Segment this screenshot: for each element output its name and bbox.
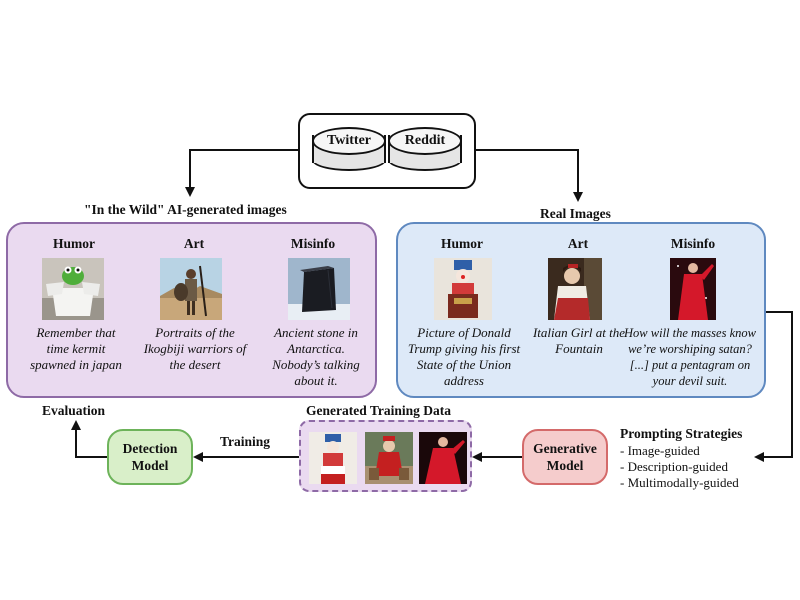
twitter-database: Twitter [312, 127, 386, 171]
generated-training-data-box [299, 420, 472, 492]
red-devil-suit-image [670, 258, 716, 320]
real-images-panel: Humor Art Misinfo [396, 222, 766, 398]
real-misinfo-caption: How will the masses know we’re worshipin… [624, 326, 756, 388]
real-art-heading: Art [567, 236, 589, 251]
twitter-label: Twitter [312, 127, 386, 155]
prompting-strategies-title: Prompting Strategies [620, 426, 743, 441]
antarctic-stone-image [288, 258, 350, 320]
warrior-image [160, 258, 222, 320]
arrow-source-to-real [472, 149, 583, 202]
training-label: Training [220, 434, 271, 449]
kermit-image [42, 258, 104, 320]
reddit-database: Reddit [388, 127, 462, 171]
ai-generated-panel: Humor Art Misinfo [6, 222, 377, 398]
real-humor-caption: Picture of Donald Trump giving his first… [407, 325, 521, 388]
ai-art-heading: Art [183, 236, 205, 251]
detection-model-node: Detection Model [107, 429, 193, 485]
real-humor-heading: Humor [441, 236, 483, 251]
italian-girl-painting [548, 258, 602, 320]
ai-humor-caption: Remember that time kermit spawned in jap… [30, 325, 122, 372]
ai-misinfo-caption: Ancient stone in Antarctica. Nobody’s ta… [272, 325, 360, 388]
arrow-source-to-ai [185, 149, 298, 197]
strategy-description-guided: - Description-guided [620, 459, 728, 474]
arrow-real-to-generative [754, 311, 793, 462]
strategy-image-guided: - Image-guided [620, 443, 700, 458]
reddit-label: Reddit [388, 127, 462, 155]
generated-devil-suit-image [419, 432, 467, 484]
social-media-sources: Twitter Reddit [298, 113, 476, 189]
ai-humor-heading: Humor [53, 236, 95, 251]
ai-panel-title: "In the Wild" AI-generated images [84, 202, 287, 217]
real-misinfo-heading: Misinfo [670, 236, 716, 251]
strategy-multimodally-guided: - Multimodally-guided [620, 475, 739, 490]
evaluation-label: Evaluation [42, 403, 106, 418]
generated-clown-image [309, 432, 357, 484]
generated-fountain-image [365, 432, 413, 484]
generated-data-title: Generated Training Data [306, 403, 451, 418]
real-panel-title: Real Images [540, 206, 611, 221]
ai-art-caption: Portraits of the Ikogbiji warriors of th… [143, 325, 247, 372]
clown-podium-image [434, 258, 492, 320]
ai-misinfo-heading: Misinfo [290, 236, 336, 251]
real-art-caption: Italian Girl at the Fountain [532, 325, 626, 356]
generative-model-node: Generative Model [522, 429, 608, 485]
arrow-detection-to-evaluation [71, 420, 107, 458]
